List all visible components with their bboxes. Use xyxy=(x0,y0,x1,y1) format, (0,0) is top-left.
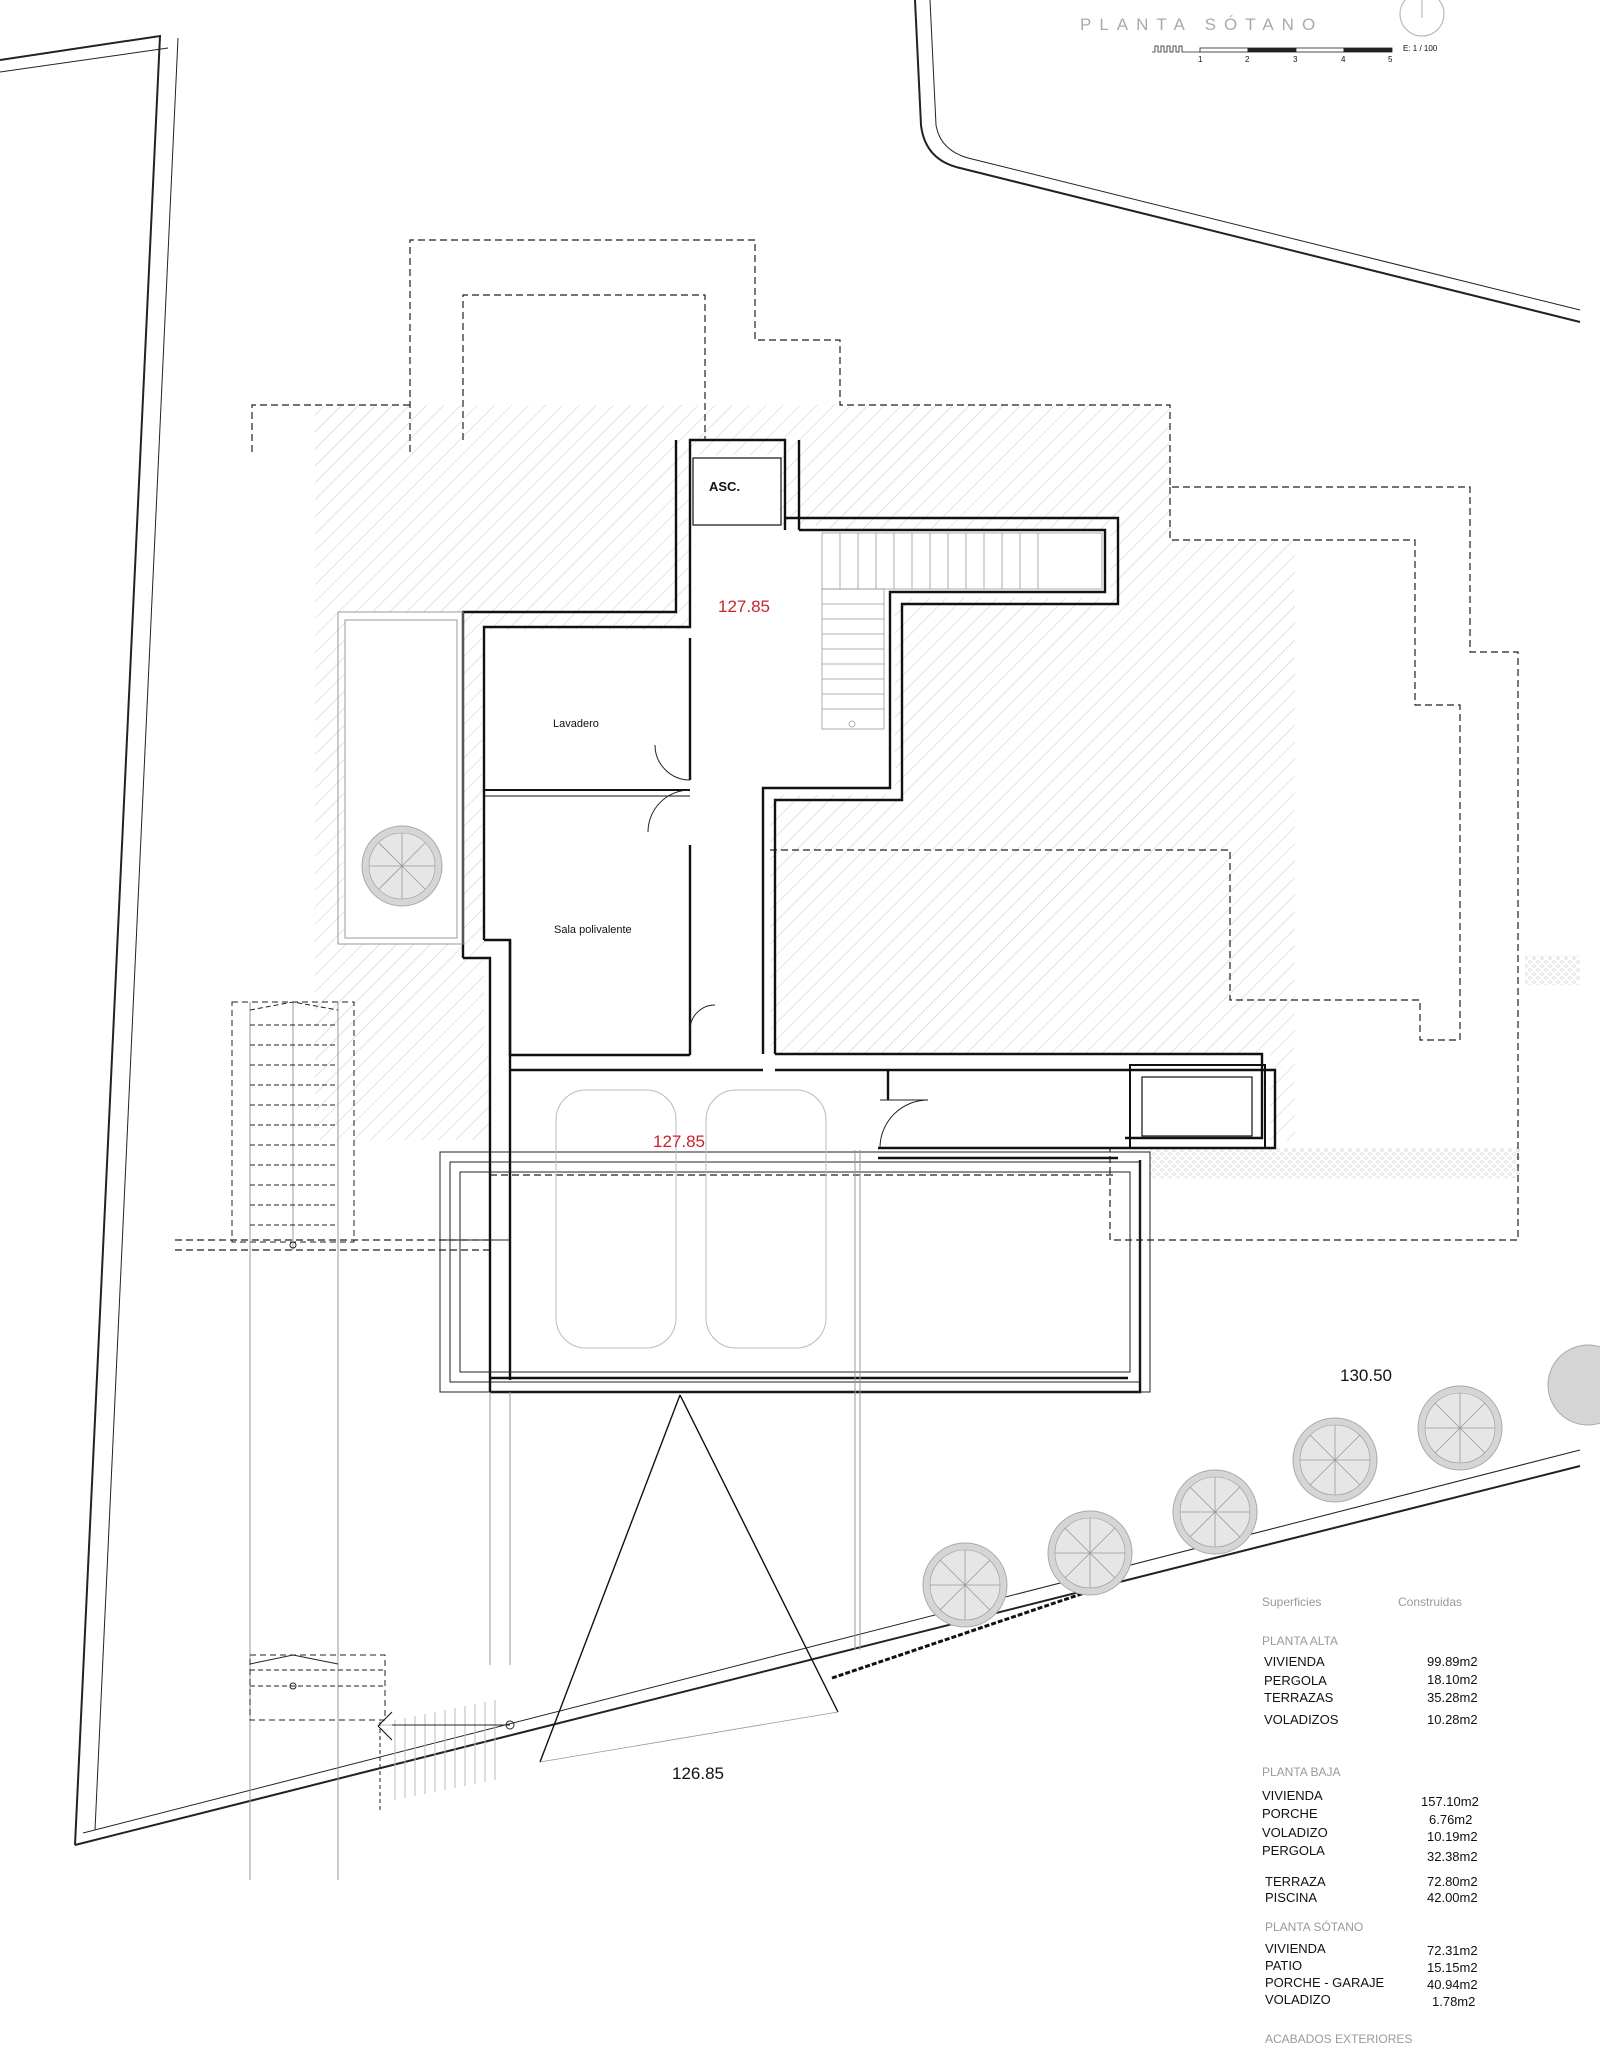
surfaces-footer: ACABADOS EXTERIORES xyxy=(1265,2032,1412,2046)
door-multipurpose xyxy=(647,789,691,833)
surface-item-name: VIVIENDA xyxy=(1262,1788,1323,1803)
surface-item-value: 99.89m2 xyxy=(1427,1654,1478,1669)
surface-item-value: 157.10m2 xyxy=(1421,1794,1479,1809)
scale-tick-5: 5 xyxy=(1388,55,1393,64)
plot-boundary xyxy=(0,0,1581,1846)
interior-stairs xyxy=(821,532,1103,730)
surface-item-value: 10.19m2 xyxy=(1427,1829,1478,1844)
surface-item-name: VOLADIZO xyxy=(1265,1992,1331,2007)
door-laundry xyxy=(654,744,691,781)
surfaces-table: Superficies Construidas PLANTA ALTA VIVI… xyxy=(1262,1595,1479,2046)
surfaces-header-left: Superficies xyxy=(1262,1595,1321,1609)
surface-item-value: 40.94m2 xyxy=(1427,1977,1478,1992)
surface-item-name: PORCHE - GARAJE xyxy=(1265,1975,1385,1990)
surface-item-value: 10.28m2 xyxy=(1427,1712,1478,1727)
surface-item-value: 32.38m2 xyxy=(1427,1849,1478,1864)
surface-item-name: PATIO xyxy=(1265,1958,1302,1973)
scale-tick-2: 2 xyxy=(1245,55,1250,64)
level-hall: 127.85 xyxy=(718,597,770,616)
trees xyxy=(361,825,1600,1628)
scale-label: E: 1 / 100 xyxy=(1403,44,1438,53)
surface-item-name: VIVIENDA xyxy=(1264,1654,1325,1669)
surface-item-name: PERGOLA xyxy=(1264,1673,1327,1688)
level-south: 126.85 xyxy=(672,1764,724,1783)
door-garage-corridor xyxy=(689,1004,716,1031)
upper-floor-outline xyxy=(175,239,1519,1251)
scale-tick-4: 4 xyxy=(1341,55,1346,64)
north-arrow-icon xyxy=(1399,0,1445,37)
level-garage: 127.85 xyxy=(653,1132,705,1151)
scale-tick-3: 3 xyxy=(1293,55,1298,64)
tree-icon xyxy=(1292,1417,1378,1503)
surface-item-value: 1.78m2 xyxy=(1432,1994,1475,2009)
surfaces-header-right: Construidas xyxy=(1398,1595,1462,1609)
door-garage-side xyxy=(879,1099,929,1149)
laundry-label: Lavadero xyxy=(553,718,599,730)
tree-icon xyxy=(1047,1510,1133,1596)
scale-tick-1: 1 xyxy=(1198,55,1203,64)
surface-item-value: 6.76m2 xyxy=(1429,1812,1472,1827)
section-title: PLANTA ALTA xyxy=(1262,1634,1338,1648)
surface-item-value: 18.10m2 xyxy=(1427,1672,1478,1687)
plan-title-block: PLANTA SÓTANO 1 2 3 4 5 E: 1 / 100 xyxy=(1080,0,1445,64)
scale-bar: 1 2 3 4 5 E: 1 / 100 xyxy=(1152,44,1438,64)
surface-item-value: 42.00m2 xyxy=(1427,1890,1478,1905)
surface-item-name: VOLADIZOS xyxy=(1264,1712,1339,1727)
access-ramp xyxy=(539,1394,1103,1763)
tree-icon xyxy=(1172,1469,1258,1555)
plan-title: PLANTA SÓTANO xyxy=(1080,15,1323,34)
surface-item-name: VOLADIZO xyxy=(1262,1825,1328,1840)
surface-item-name: TERRAZAS xyxy=(1264,1690,1334,1705)
section-title: PLANTA BAJA xyxy=(1262,1765,1340,1779)
patio-court xyxy=(337,611,464,945)
surface-item-value: 72.80m2 xyxy=(1427,1874,1478,1889)
doors xyxy=(647,744,929,1149)
elevator-label: ASC. xyxy=(709,479,740,494)
surface-item-value: 35.28m2 xyxy=(1427,1690,1478,1705)
parking-car-outlines xyxy=(555,1089,827,1349)
exterior-stairs xyxy=(231,1001,515,1880)
level-north: 130.50 xyxy=(1340,1366,1392,1385)
multipurpose-room-label: Sala polivalente xyxy=(554,924,632,936)
surface-item-name: TERRAZA xyxy=(1265,1874,1326,1889)
tree-icon xyxy=(361,825,443,907)
surface-item-value: 15.15m2 xyxy=(1427,1960,1478,1975)
garage-outlines xyxy=(439,1150,1151,1650)
surface-item-name: PERGOLA xyxy=(1262,1843,1325,1858)
surface-item-name: VIVIENDA xyxy=(1265,1941,1326,1956)
tree-icon xyxy=(922,1542,1008,1628)
section-title: PLANTA SÓTANO xyxy=(1265,1919,1363,1934)
tree-icon xyxy=(1417,1385,1503,1471)
surface-item-name: PORCHE xyxy=(1262,1806,1318,1821)
tree-icon xyxy=(1547,1344,1600,1426)
surface-item-value: 72.31m2 xyxy=(1427,1943,1478,1958)
surface-item-name: PISCINA xyxy=(1265,1890,1317,1905)
